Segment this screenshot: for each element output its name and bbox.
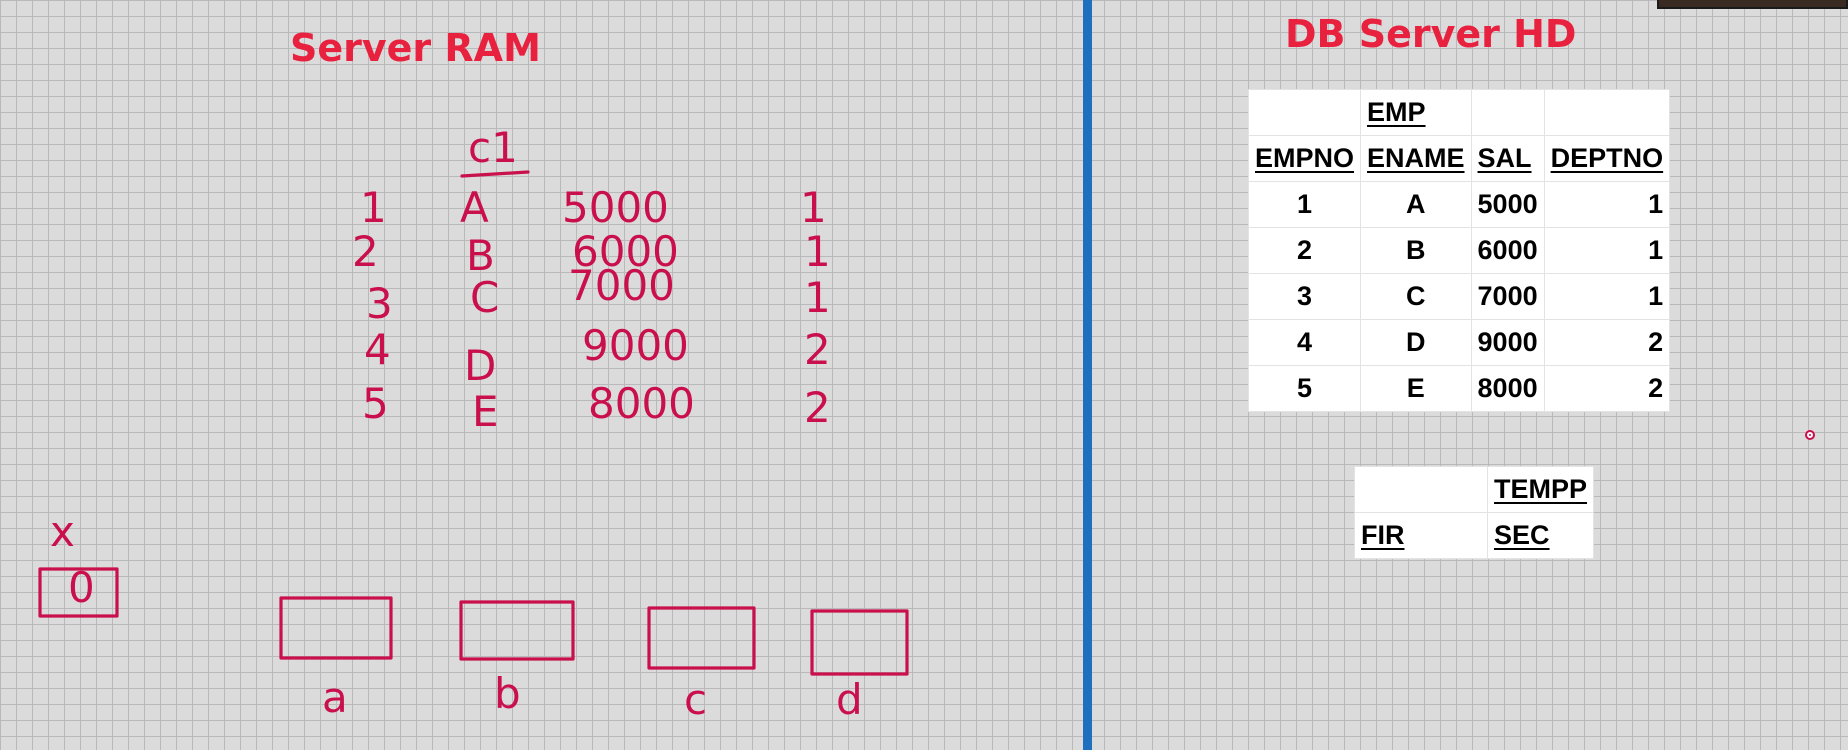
- hw-column-label: c1: [468, 123, 518, 172]
- hw-variable-x-box: [38, 567, 119, 618]
- hw-variable-label: d: [836, 675, 863, 724]
- cell-ename: E: [1360, 365, 1472, 412]
- hw-variable-label: b: [494, 669, 521, 718]
- server-ram-heading: Server RAM: [290, 26, 541, 70]
- hw-row-ename: C: [470, 273, 499, 322]
- table-row: 2 B 6000 1: [1247, 227, 1671, 274]
- hw-row-empno: 1: [360, 183, 387, 232]
- hw-row-sal: 7000: [568, 261, 675, 310]
- cell-ename: C: [1360, 273, 1472, 320]
- cell-empno: 2: [1247, 227, 1362, 274]
- table-row: 1 A 5000 1: [1247, 181, 1671, 228]
- hw-variable-box: [810, 609, 909, 676]
- hw-variable-x-label: x: [50, 507, 75, 556]
- hw-row-sal: 8000: [588, 379, 695, 428]
- tempp-table-title: TEMPP: [1486, 466, 1595, 513]
- cell-sal: 5000: [1470, 181, 1545, 228]
- table-header-row: FIR SEC: [1354, 512, 1595, 559]
- cell-sal: 8000: [1470, 365, 1545, 412]
- hw-column-underline: [460, 170, 530, 178]
- hw-row-ename: B: [466, 231, 495, 280]
- cell-deptno: 2: [1543, 319, 1671, 366]
- hw-variable-x-value: 0: [68, 563, 95, 612]
- hw-row-empno: 3: [366, 279, 393, 328]
- hw-row-deptno: 1: [804, 227, 831, 276]
- column-header-empno: EMPNO: [1247, 135, 1362, 182]
- cell-ename: D: [1360, 319, 1472, 366]
- pane-divider: [1083, 0, 1092, 750]
- hw-row: 5 E 8000 2: [362, 379, 831, 436]
- hw-row-ename: E: [472, 387, 499, 436]
- cell-deptno: 1: [1543, 181, 1671, 228]
- table-header-row: EMPNO ENAME SAL DEPTNO: [1247, 135, 1671, 182]
- hw-row: 3 C 7000 1: [366, 261, 831, 328]
- hw-variable-label: a: [322, 673, 348, 722]
- emp-table-title: EMP: [1360, 89, 1472, 136]
- column-header-fir: FIR: [1354, 512, 1488, 559]
- hw-row-deptno: 2: [804, 325, 831, 374]
- cell-empno: 5: [1247, 365, 1362, 412]
- cell-deptno: 2: [1543, 365, 1671, 412]
- hw-row-empno: 4: [364, 325, 391, 374]
- hw-row: 2 B 6000 1: [352, 227, 831, 280]
- hw-row-ename: D: [464, 341, 496, 390]
- cell-sal: 6000: [1470, 227, 1545, 274]
- hw-row-empno: 5: [362, 379, 389, 428]
- cell-empno: 4: [1247, 319, 1362, 366]
- table-row: 4 D 9000 2: [1247, 319, 1671, 366]
- cell-sal: 9000: [1470, 319, 1545, 366]
- pointer-cursor-icon: [1805, 430, 1815, 440]
- cell-sal: 7000: [1470, 273, 1545, 320]
- hw-row-deptno: 1: [800, 183, 827, 232]
- table-title-row: EMP: [1247, 89, 1671, 136]
- cell-ename: A: [1360, 181, 1472, 228]
- column-header-ename: ENAME: [1360, 135, 1472, 182]
- hw-row-sal: 9000: [582, 321, 689, 370]
- hw-row-sal: 5000: [562, 183, 669, 232]
- emp-table: EMP EMPNO ENAME SAL DEPTNO 1 A 5000 1 2 …: [1247, 89, 1671, 412]
- hw-row-deptno: 2: [804, 383, 831, 432]
- hw-row-deptno: 1: [804, 273, 831, 322]
- table-title-row: TEMPP: [1354, 466, 1595, 513]
- hw-row: 4 D 9000 2: [364, 321, 831, 390]
- hw-variable-box: [279, 596, 393, 660]
- cell-empno: 1: [1247, 181, 1362, 228]
- tempp-table: TEMPP FIR SEC: [1354, 466, 1595, 559]
- cell-ename: B: [1360, 227, 1472, 274]
- hw-row-sal: 6000: [572, 227, 679, 276]
- column-header-sal: SAL: [1470, 135, 1545, 182]
- cell-empno: 3: [1247, 273, 1362, 320]
- table-row: 5 E 8000 2: [1247, 365, 1671, 412]
- hw-variable-box: [647, 606, 756, 670]
- webcam-overlay: [1657, 0, 1848, 9]
- hw-row: 1 A 5000 1: [360, 183, 827, 232]
- hw-variable-label: c: [684, 675, 707, 724]
- column-header-sec: SEC: [1486, 512, 1595, 559]
- cell-deptno: 1: [1543, 227, 1671, 274]
- cell-deptno: 1: [1543, 273, 1671, 320]
- table-row: 3 C 7000 1: [1247, 273, 1671, 320]
- db-server-hd-heading: DB Server HD: [1285, 12, 1577, 56]
- hw-row-empno: 2: [352, 227, 379, 276]
- hw-row-ename: A: [460, 183, 489, 232]
- column-header-deptno: DEPTNO: [1543, 135, 1671, 182]
- hw-variable-box: [459, 600, 575, 661]
